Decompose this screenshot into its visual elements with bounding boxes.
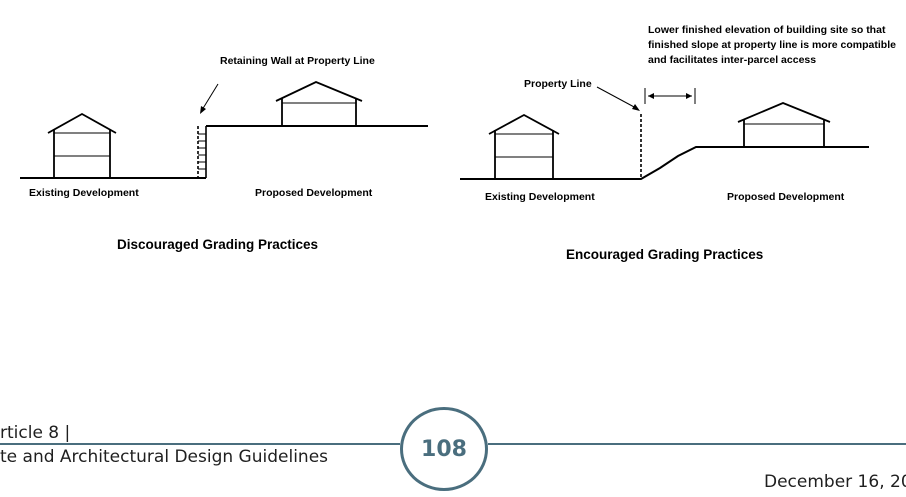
property-line-arrowhead [632, 104, 640, 111]
footer-article: rticle 8 | [0, 423, 71, 443]
footer-date: December 16, 202 [764, 472, 906, 492]
retaining-wall-label: Retaining Wall at Property Line [220, 55, 375, 67]
retaining-wall [197, 126, 207, 178]
proposed-house-right [737, 102, 831, 147]
existing-house-left [47, 112, 117, 178]
footer-rule-left [0, 443, 400, 445]
note-line-3: and facilitates inter-parcel access [648, 54, 816, 66]
property-line-pointer [596, 86, 637, 109]
proposed-development-label-left: Proposed Development [255, 187, 373, 199]
grading-diagrams: Retaining Wall at Property Line Existing… [20, 24, 896, 262]
existing-house-right [488, 113, 560, 179]
encouraged-caption: Encouraged Grading Practices [566, 247, 763, 262]
property-line-label: Property Line [524, 78, 592, 90]
note-line-1: Lower finished elevation of building sit… [648, 24, 886, 36]
existing-development-label-right: Existing Development [485, 191, 595, 203]
existing-development-label-left: Existing Development [29, 187, 139, 199]
wall-pointer-arrowhead [200, 106, 206, 114]
proposed-house-left [275, 81, 363, 126]
discouraged-caption: Discouraged Grading Practices [117, 237, 318, 252]
proposed-development-label-right: Proposed Development [727, 191, 845, 203]
encouraged-grading-diagram: Lower finished elevation of building sit… [460, 24, 896, 262]
note-line-2: finished slope at property line is more … [648, 39, 896, 51]
graded-ground-line [460, 146, 869, 180]
footer-guidelines-title: te and Architectural Design Guidelines [0, 447, 329, 467]
page-number: 108 [421, 436, 467, 462]
page-number-badge: 108 [400, 407, 488, 491]
footer-rule-right [488, 443, 906, 445]
discouraged-grading-diagram: Retaining Wall at Property Line Existing… [20, 55, 428, 252]
wall-pointer-line [201, 83, 219, 111]
setback-dimension-arrow [644, 88, 696, 104]
